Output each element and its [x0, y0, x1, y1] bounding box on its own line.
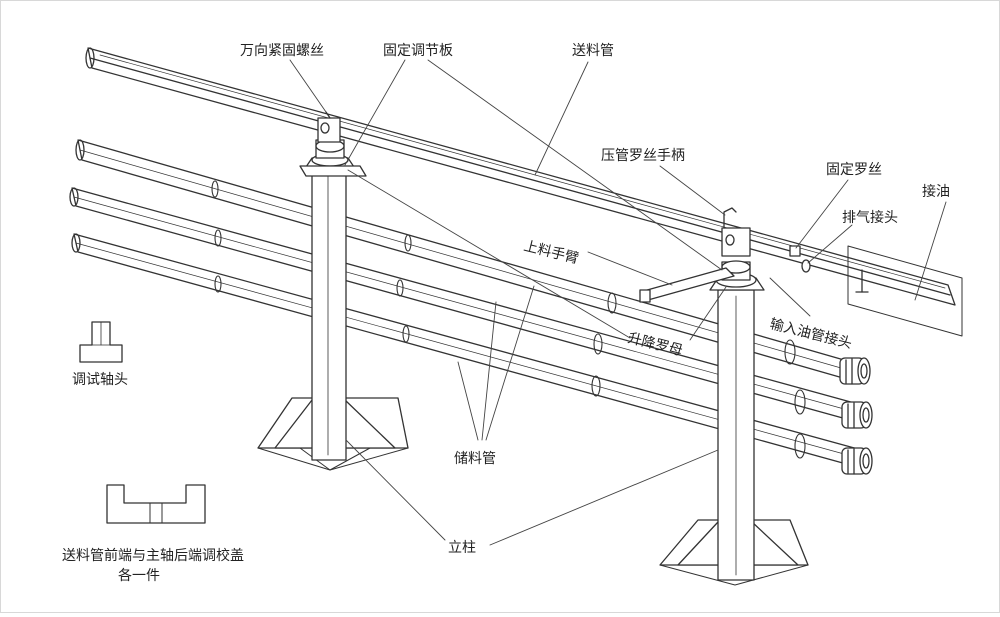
label-clamp-screw-handle: 压管罗丝手柄: [601, 148, 685, 164]
label-debug-shaft-head: 调试轴头: [72, 372, 128, 388]
label-cover-note-line2: 各一件: [118, 568, 160, 584]
label-vent-fitting: 排气接头: [842, 210, 898, 226]
label-universal-bolt: 万向紧固螺丝: [240, 43, 324, 59]
left-column-drawing: [257, 111, 409, 471]
label-cover-note-line1: 送料管前端与主轴后端调校盖: [62, 548, 244, 564]
oil-connection-drawing: [847, 245, 963, 337]
label-fixed-adjust-plate: 固定调节板: [383, 43, 453, 59]
storage-tube-1-drawing: [75, 139, 871, 385]
leader-lines: [289, 59, 947, 546]
label-oil-connection: 接油: [922, 184, 950, 200]
label-fixed-screw: 固定罗丝: [826, 162, 882, 178]
label-storage-tube: 储料管: [454, 451, 496, 467]
loading-arm-drawing: [639, 267, 735, 303]
label-column: 立柱: [448, 540, 476, 556]
label-feed-tube: 送料管: [572, 43, 614, 59]
right-column-drawing: [659, 207, 811, 586]
cover-drawing: [106, 484, 206, 524]
debug-shaft-head-drawing: [79, 321, 123, 363]
